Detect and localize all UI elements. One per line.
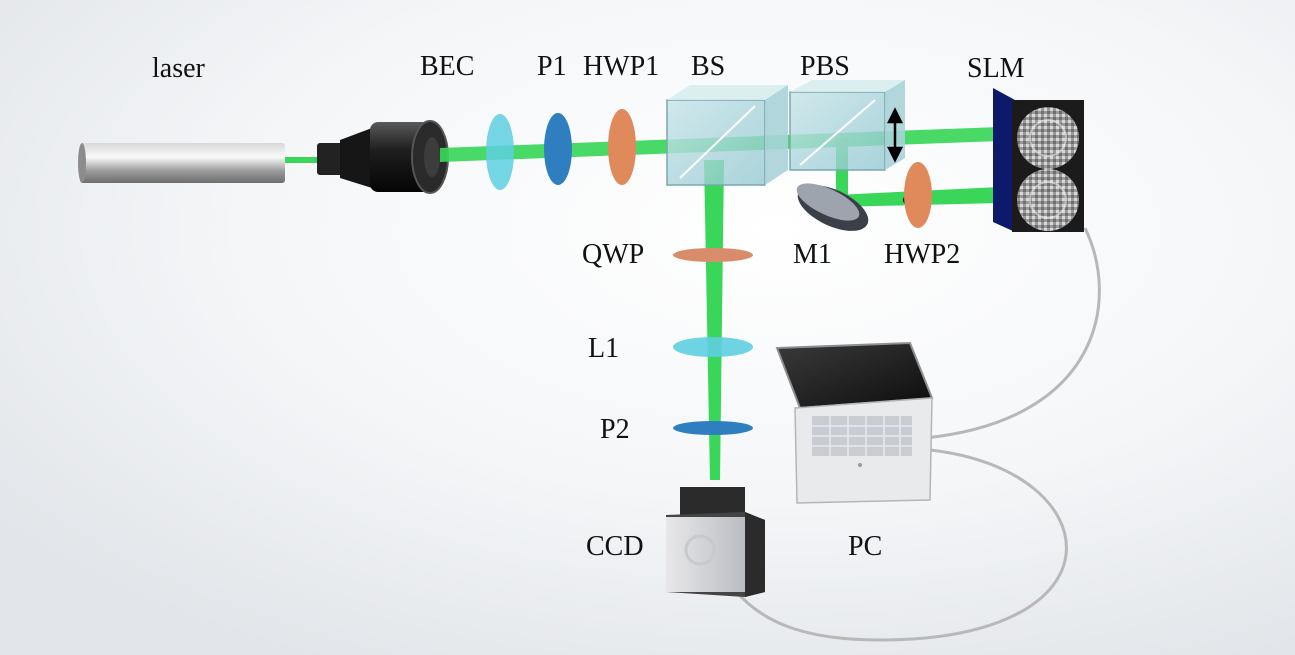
polarizer-p1 (544, 113, 572, 185)
half-wave-plate-2 (904, 162, 932, 228)
spatial-light-modulator (993, 88, 1084, 232)
beam-laser-bec (285, 157, 325, 163)
label-slm: SLM (967, 53, 1025, 84)
label-p2: P2 (600, 414, 630, 445)
laser (78, 143, 285, 183)
ccd-camera (666, 487, 765, 597)
bs-cube-side (765, 85, 788, 185)
laptop-pc (775, 341, 934, 504)
pbs-cube-top (790, 80, 905, 92)
label-ccd: CCD (586, 531, 644, 562)
mirror-m1 (796, 183, 869, 231)
ccd-side (745, 512, 765, 597)
polarization-vertical-arrow (886, 107, 904, 163)
label-hwp1: HWP1 (583, 51, 660, 82)
beam-splitter-cube (666, 85, 788, 186)
bec-lens-element (486, 114, 514, 190)
laser-endcap (78, 143, 86, 183)
label-pc: PC (848, 531, 883, 562)
quarter-wave-plate (673, 248, 753, 262)
lens-l1 (673, 337, 753, 357)
label-qwp: QWP (582, 239, 645, 270)
bec-input-tube (317, 143, 343, 175)
pc-ccd-cable (733, 448, 1068, 642)
bs-cube-top (667, 85, 788, 100)
label-bec: BEC (420, 51, 475, 82)
polarizing-beam-splitter-cube (789, 80, 905, 171)
label-pbs: PBS (800, 51, 850, 82)
beam-expander (317, 120, 449, 194)
slm-frame-side (993, 88, 1015, 232)
ccd-mount-ring (684, 534, 716, 566)
cables (733, 227, 1101, 642)
bec-output-aperture (424, 137, 440, 177)
laptop-trackpad-dot (858, 463, 862, 467)
beam-bs-ccd (704, 160, 724, 480)
slm-pc-cable (924, 227, 1101, 440)
label-m1: M1 (793, 239, 832, 270)
label-laser: laser (152, 53, 205, 84)
label-bs: BS (691, 51, 726, 82)
laser-body (80, 143, 285, 183)
pbs-diagonal (799, 99, 876, 166)
ccd-front-face (666, 517, 746, 592)
label-p1: P1 (537, 51, 567, 82)
ccd-lens-mount (680, 487, 745, 517)
label-hwp2: HWP2 (884, 239, 961, 270)
laptop-screen (775, 341, 934, 410)
bs-diagonal (679, 105, 756, 179)
slm-hologram-lower (1017, 169, 1079, 231)
slm-hologram-upper (1017, 107, 1079, 169)
label-l1: L1 (588, 333, 620, 364)
half-wave-plate-1 (608, 109, 636, 185)
laptop-keyboard-grid (812, 416, 912, 456)
polarizer-p2 (673, 421, 753, 435)
bec-taper (340, 128, 372, 188)
m1-face (796, 183, 860, 221)
